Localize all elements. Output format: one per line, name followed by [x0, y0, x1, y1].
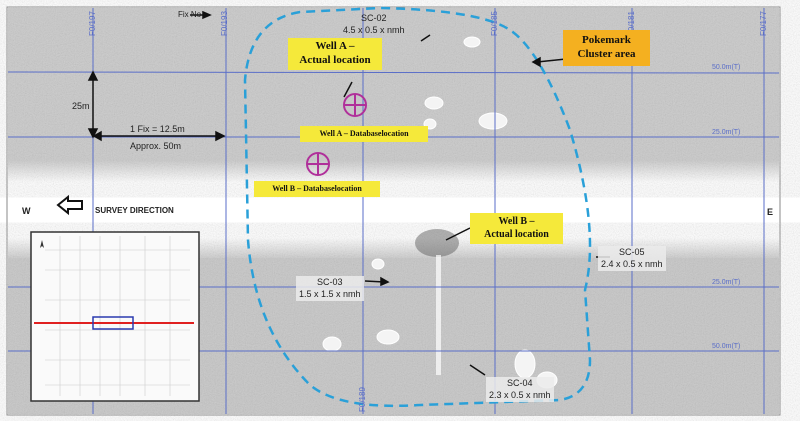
contact-dimensions: 1.5 x 1.5 x nmh — [299, 288, 361, 299]
contact-sc-02: SC-02 4.5 x 0.5 x nmh — [340, 12, 408, 37]
callout-line: Well B – — [498, 216, 535, 227]
callout-line: Actual location — [484, 228, 549, 240]
range-label: 50.0m(T) — [712, 64, 741, 71]
pokemark-cluster-boundary — [243, 6, 592, 408]
east-label: E — [767, 207, 774, 217]
fix-label: F0/189 — [358, 387, 367, 412]
fix-label: F0/177 — [759, 11, 768, 36]
range-label: 50.0m(T) — [712, 343, 741, 350]
contact-sc-03: SC-03 1.5 x 1.5 x nmh — [296, 276, 364, 302]
contact-id: SC-03 — [317, 277, 343, 287]
vertical-scale-label: 25m — [72, 101, 90, 111]
contact-dimensions: 2.4 x 0.5 x nmh — [601, 258, 663, 269]
well-b-actual-callout: Well B – Actual location — [470, 213, 563, 244]
well-a-database-callout: Well A – Databaselocation — [300, 126, 428, 142]
survey-area-box — [92, 316, 134, 330]
approx-distance-label: Approx. 50m — [130, 141, 182, 151]
survey-direction-arrow — [56, 194, 83, 216]
fix-number-label: Fix No — [178, 10, 202, 19]
fix-label: F0/197 — [88, 11, 97, 36]
annotation-arrows — [87, 10, 610, 376]
fix-scale-label: 1 Fix = 12.5m — [130, 124, 185, 134]
contact-sc-04: SC-04 2.3 x 0.5 x nmh — [486, 377, 554, 403]
contact-dimensions: 2.3 x 0.5 x nmh — [489, 389, 551, 400]
contact-id: SC-05 — [619, 247, 645, 257]
pokemark-cluster-callout: Pokemark Cluster area — [563, 30, 650, 66]
north-arrow-icon — [40, 240, 44, 248]
contact-dimensions: 4.5 x 0.5 x nmh — [343, 24, 405, 35]
well-b-database-callout: Well B – Databaselocation — [254, 181, 380, 197]
contact-id: SC-02 — [361, 13, 387, 23]
callout-line: Cluster area — [577, 47, 636, 60]
range-label: 25.0m(T) — [712, 279, 741, 286]
survey-direction-label: SURVEY DIRECTION — [95, 206, 174, 215]
location-inset-map — [30, 231, 200, 402]
callout-line: Pokemark — [582, 34, 631, 46]
well-a-database-marker — [343, 93, 367, 117]
contact-sc-05: SC-05 2.4 x 0.5 x nmh — [598, 246, 666, 272]
range-label: 25.0m(T) — [712, 129, 741, 136]
fix-label: F0/185 — [490, 11, 499, 36]
well-b-database-marker — [306, 152, 330, 176]
fix-label: F0/193 — [220, 11, 229, 36]
callout-line: Well A – — [315, 40, 355, 52]
west-label: W — [22, 206, 31, 216]
well-a-actual-callout: Well A – Actual location — [288, 38, 382, 70]
contact-id: SC-04 — [507, 378, 533, 388]
callout-line: Actual location — [299, 53, 371, 66]
